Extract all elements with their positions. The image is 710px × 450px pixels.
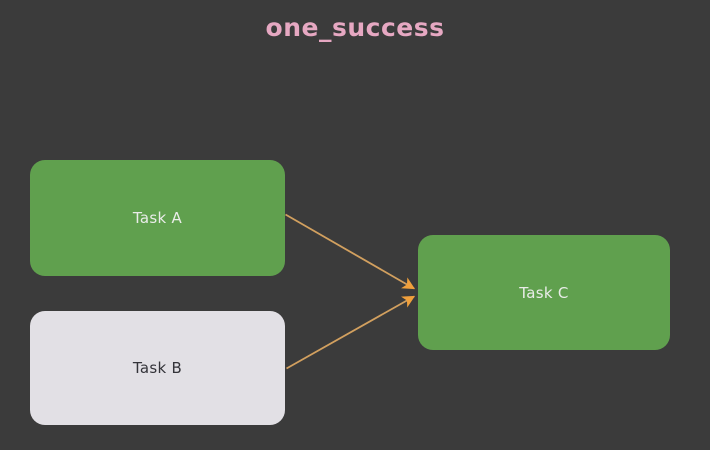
graph-node-task-c[interactable]: Task C <box>418 235 670 350</box>
graph-node-task-b-label: Task B <box>132 359 183 377</box>
edge-task-a-to-task-c <box>285 213 416 290</box>
graph-title: one_success <box>265 13 445 42</box>
edge-task-b-to-task-c <box>286 295 416 370</box>
graph-node-task-a-label: Task A <box>132 209 183 227</box>
graph-node-task-a[interactable]: Task A <box>30 160 285 276</box>
graph-node-task-b[interactable]: Task B <box>30 311 285 425</box>
graph-node-task-c-label: Task C <box>519 283 569 302</box>
